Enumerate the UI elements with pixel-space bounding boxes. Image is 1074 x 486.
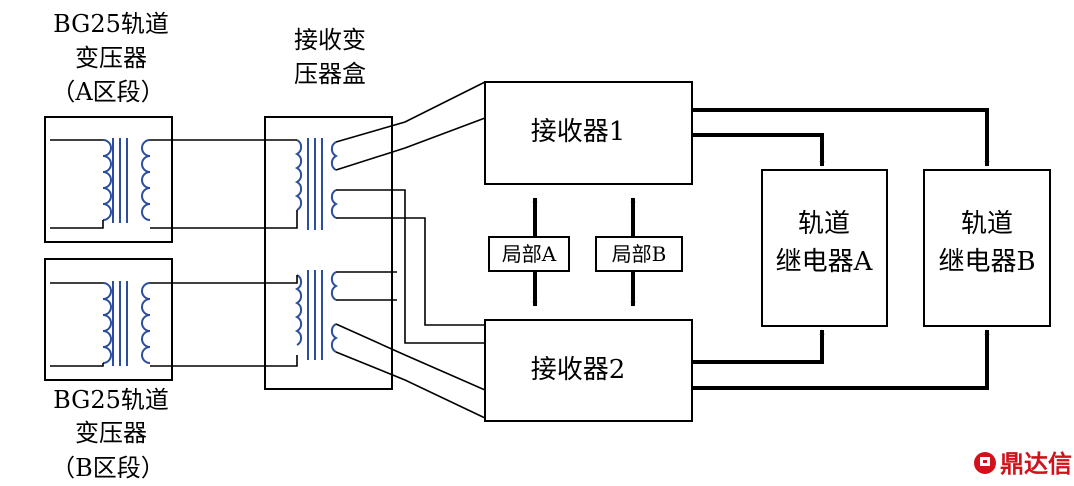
receiver-transformer-box-label-line1: 接收变 (294, 26, 366, 54)
watermark-text: 鼎达信 (1000, 450, 1072, 478)
transformer-a-windings (102, 138, 151, 223)
relay-a-label-line1: 轨道 (798, 209, 850, 239)
transformer-a-label-line1: BG25轨道 (53, 10, 169, 38)
relay-b-label-line1: 轨道 (961, 209, 1013, 239)
receiver-1-box (484, 81, 693, 185)
receiver-transformer-box (264, 116, 393, 390)
receiver2-to-relay-b-arrow (692, 329, 990, 390)
transformer-b-label-line1: BG25轨道 (53, 386, 169, 414)
transformer-b-windings (102, 281, 151, 366)
receiver-2-label: 接收器2 (531, 355, 626, 385)
relay-a-label-line2: 继电器A (776, 247, 874, 277)
transformer-a-box (44, 116, 173, 243)
local-a-box (488, 236, 570, 272)
receiver1-to-relay-b-arrow (692, 108, 990, 167)
local-a-label: 局部A (502, 242, 557, 266)
local-b-box (595, 236, 683, 272)
transformer-b-label-line3: （B区段） (51, 454, 165, 482)
secondary-wires (335, 81, 486, 419)
relay-a-box (761, 169, 888, 327)
receiver1-to-relay-a-arrow (692, 133, 825, 167)
receiver-transformer-box-label-line2: 压器盒 (294, 60, 366, 88)
transformer-b-wires (50, 275, 298, 367)
relay-b-label-line2: 继电器B (938, 247, 1035, 277)
watermark-logo: 鼎达信 (974, 450, 1072, 478)
receiver2-to-relay-a-arrow (692, 329, 825, 364)
transformer-b-label-line2: 变压器 (75, 419, 147, 447)
transformer-a-label-line3: （A区段） (51, 78, 164, 106)
transformer-a-wires (50, 139, 298, 229)
relay-b-box (923, 169, 1051, 327)
transformer-a-label-line2: 变压器 (75, 44, 147, 72)
receiver-box-windings (294, 138, 339, 360)
local-b-label: 局部B (612, 242, 667, 266)
receiver-1-label: 接收器1 (531, 117, 626, 147)
receiver-2-box (484, 319, 693, 422)
